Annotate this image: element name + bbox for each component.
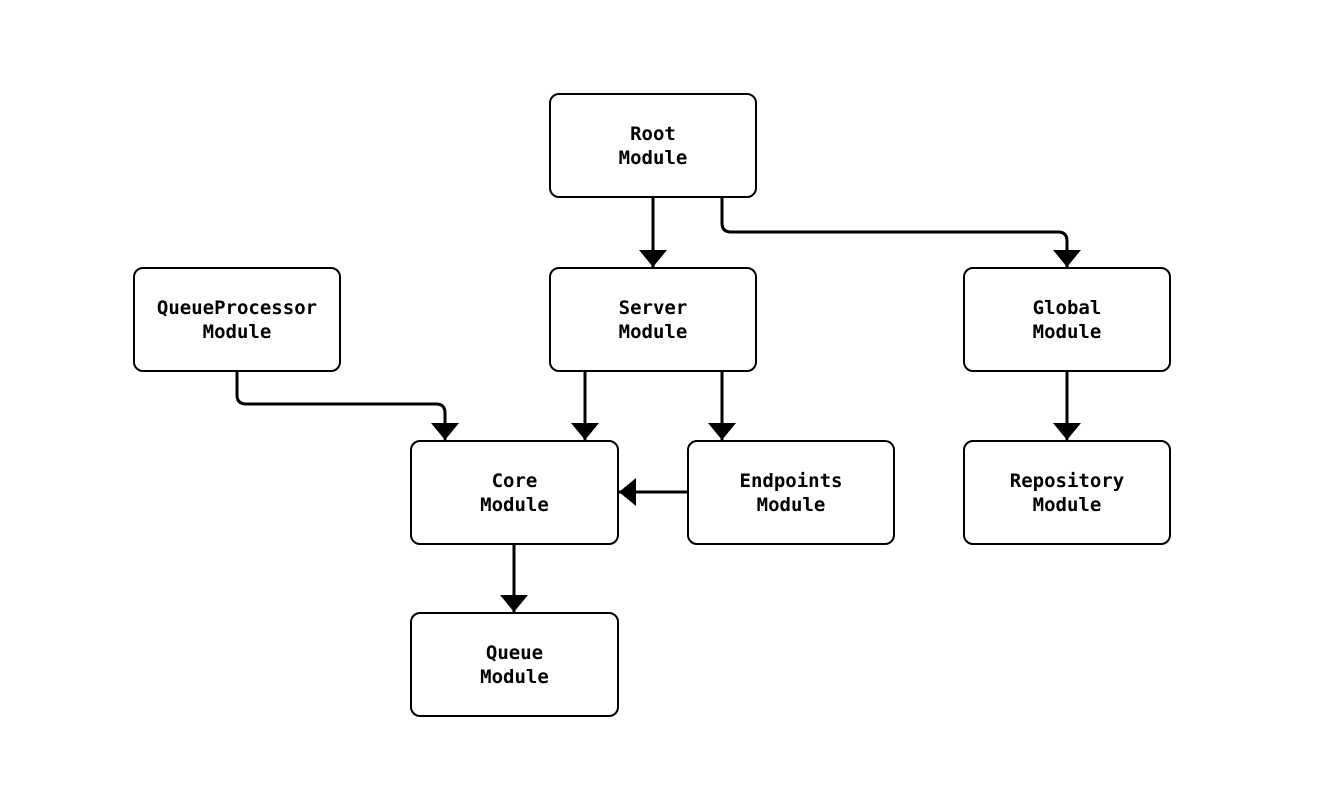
edge-queueprocessor-to-core [235,372,459,440]
node-root-module: Root Module [549,93,757,198]
node-global-label-line2: Module [1032,320,1102,343]
node-endpoints-module: Endpoints Module [687,440,895,545]
node-core-label-line2: Module [480,493,549,516]
node-queue-label-line2: Module [480,665,549,688]
edge-root-to-global [720,198,1081,267]
node-server-label-line1: Server [618,296,688,319]
node-queueprocessor-module: QueueProcessor Module [133,267,341,372]
node-queue-label-line1: Queue [485,641,544,664]
node-queueprocessor-label-line2: Module [202,320,272,343]
node-repository-module: Repository Module [963,440,1171,545]
node-global-module: Global Module [963,267,1171,372]
node-endpoints-label-line1: Endpoints [739,469,843,492]
node-global-label-line1: Global [1032,296,1102,319]
node-core-module: Core Module [410,440,619,545]
node-endpoints-label-line2: Module [756,493,826,516]
node-server-module: Server Module [549,267,757,372]
node-queueprocessor-label-line1: QueueProcessor [156,296,318,319]
node-queue-module: Queue Module [410,612,619,717]
node-repository-label-line2: Module [1032,493,1102,516]
node-repository-label-line1: Repository [1009,469,1125,492]
node-server-label-line2: Module [618,320,688,343]
node-root-label-line1: Root [630,122,676,145]
node-root-label-line2: Module [618,146,688,169]
node-core-label-line1: Core [491,469,538,492]
